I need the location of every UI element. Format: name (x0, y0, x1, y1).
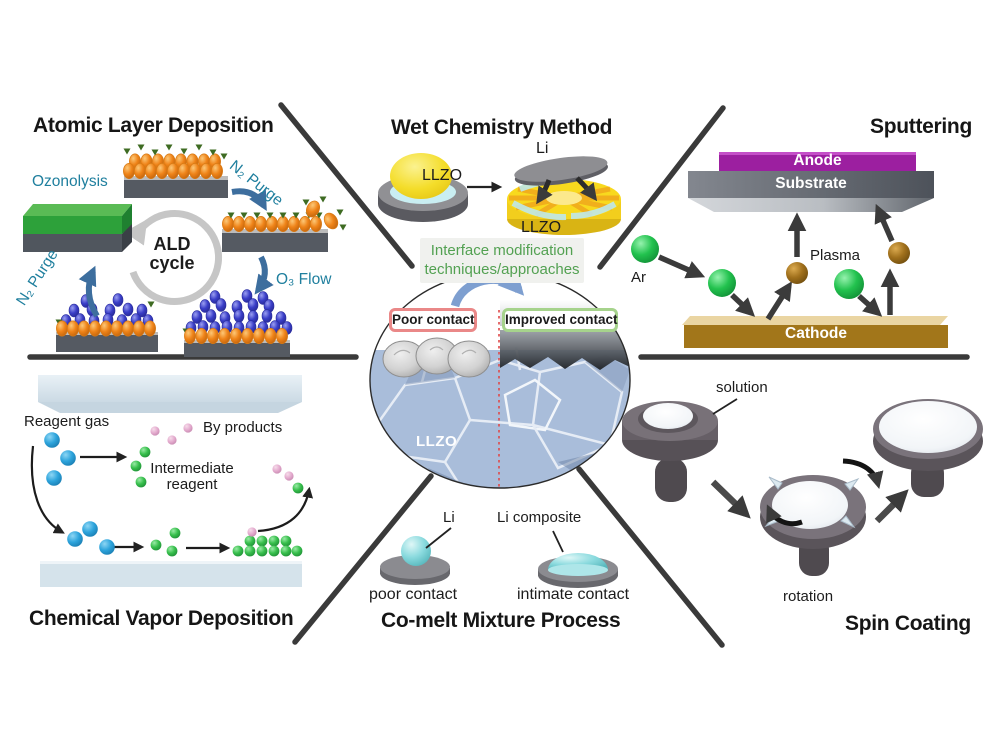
divider-bottom-left (292, 473, 434, 645)
anode-label: Anode (793, 152, 842, 169)
substrate-label: Substrate (775, 175, 847, 192)
wet-chemistry-diagram (378, 153, 621, 235)
ald-cycle-arrow (124, 210, 222, 305)
spin-step-arrow-2 (874, 489, 909, 524)
anode-bar (719, 152, 916, 171)
llzo-pellet-dish (378, 153, 468, 222)
ald-substrate-precursor (123, 144, 228, 198)
li-poor-contact-pellet (380, 527, 452, 585)
divider-top-left (278, 102, 415, 269)
llzo-crystal-label: LLZO (416, 433, 458, 450)
intermediate-label-line2: reagent (166, 476, 218, 493)
spin-step-arrow-1 (710, 479, 751, 519)
spin-coater-1 (622, 398, 738, 502)
argon-atoms (631, 235, 864, 299)
li-composite-label: Li composite (497, 509, 582, 526)
ozonolysis-slab (23, 204, 132, 252)
co-melt-diagram (380, 527, 618, 588)
ald-title: Atomic Layer Deposition (33, 114, 274, 137)
improved-contact-badge: Improved contact (502, 308, 618, 333)
argon-label: Ar (631, 269, 646, 286)
spin-coating-diagram (622, 398, 983, 576)
plasma-label: Plasma (810, 247, 861, 264)
ald-cycle-label-line2: cycle (149, 253, 195, 273)
cvd-top-slab (38, 375, 302, 413)
wet-chemistry-title: Wet Chemistry Method (391, 116, 613, 139)
poor-contact-label: poor contact (369, 586, 458, 603)
center-interface-circle (369, 268, 631, 489)
intermediate-label-line1: Intermediate (150, 460, 234, 477)
poor-contact-badge: Poor contact (389, 308, 477, 333)
o3-flow-label: O₃ Flow (276, 271, 332, 288)
plasma-atoms (786, 242, 910, 284)
spin-coating-title: Spin Coating (845, 612, 971, 635)
ald-substrate-oxidized (182, 289, 293, 357)
ald-substrate-final (55, 293, 158, 352)
ozonolysis-label: Ozonolysis (32, 173, 108, 190)
co-melt-title: Co-melt Mixture Process (381, 609, 621, 632)
reagent-gas-label: Reagent gas (24, 413, 110, 430)
rotation-label: rotation (783, 588, 834, 605)
li-label: Li (443, 509, 455, 526)
cathode-label: Cathode (785, 325, 847, 342)
spin-coater-3-coated (873, 399, 983, 497)
cvd-bottom-slab (40, 561, 302, 587)
cvd-diagram (30, 375, 314, 587)
reagent-gas-molecules (44, 432, 115, 555)
substrate-bar (688, 171, 934, 212)
solution-label: solution (716, 379, 768, 396)
li-disk-label: Li (536, 140, 549, 157)
intimate-contact-label: intimate contact (517, 586, 630, 603)
divider-top-right (597, 105, 726, 270)
poor-contact-particles (382, 337, 491, 378)
cvd-title: Chemical Vapor Deposition (29, 607, 294, 630)
sputtering-title: Sputtering (870, 115, 972, 138)
sputtering-arrows (657, 203, 900, 321)
ald-cycle-label-line1: ALD (153, 234, 191, 254)
llzo-coated-label: LLZO (521, 219, 562, 236)
ald-step-arrows (78, 188, 274, 318)
li-disk (514, 156, 608, 186)
interface-modification-line2: techniques/approaches (424, 261, 580, 278)
ald-diagram (23, 144, 347, 357)
llzo-pellet-label: LLZO (422, 167, 463, 184)
interface-modification-box: Interface modification techniques/approa… (420, 238, 584, 283)
li-coated-llzo-disk (507, 156, 621, 235)
by-products-label: By products (203, 419, 283, 436)
li-composite-intimate-pellet (538, 530, 618, 588)
improved-contact-layer (500, 330, 630, 370)
spin-coater-2-rotating (760, 458, 884, 576)
sputtering-diagram (631, 152, 948, 348)
divider-bottom-right (576, 466, 725, 648)
interface-modification-line1: Interface modification (430, 242, 574, 259)
cathode-bar (682, 316, 948, 348)
ald-substrate-purged (222, 196, 347, 252)
